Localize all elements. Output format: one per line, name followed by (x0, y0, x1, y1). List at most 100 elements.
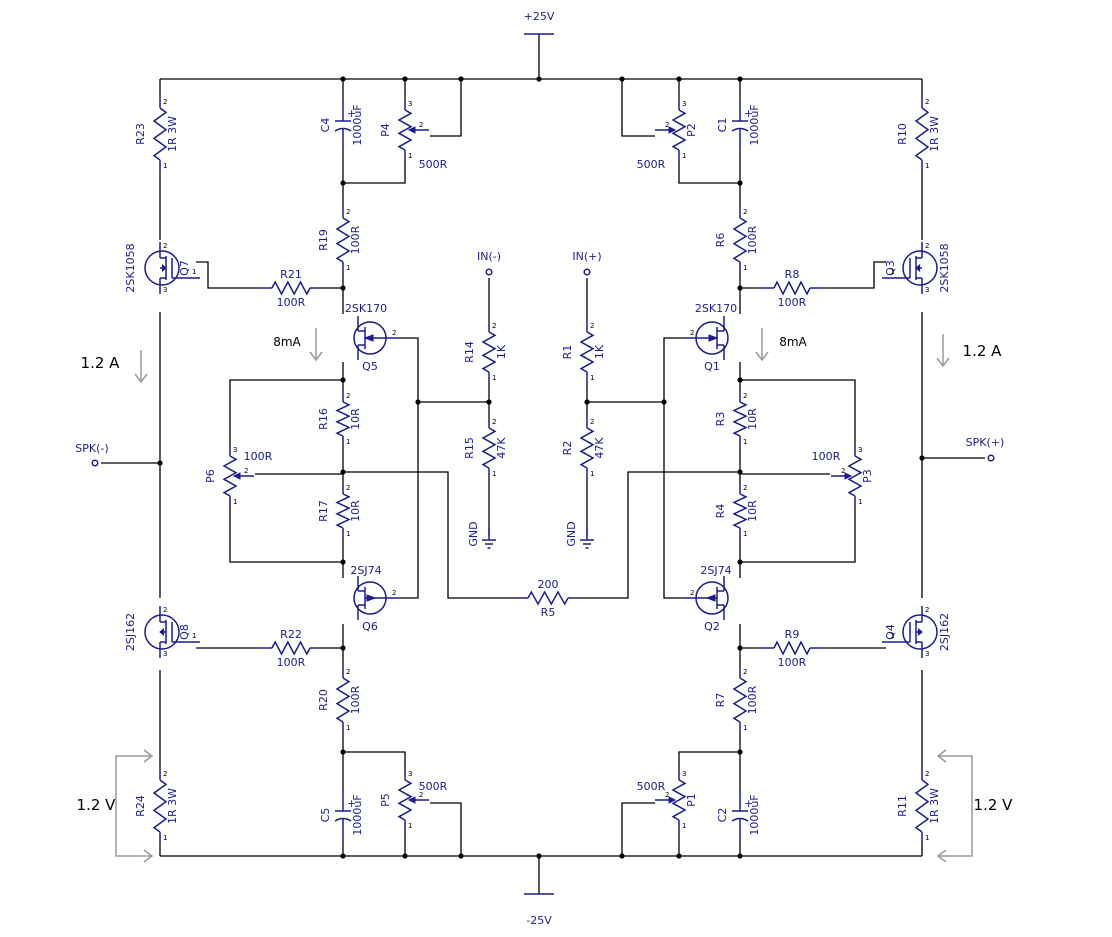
component-value: 47K (593, 437, 606, 459)
current-arrow-icon (309, 328, 323, 362)
input-plus-label: IN(+) (572, 250, 601, 263)
component-ref: R7 (714, 693, 727, 708)
pin-number: 2 (346, 208, 350, 216)
pin-number: 2 (419, 121, 423, 129)
plus-sign: + (744, 797, 753, 810)
junction-dot (486, 399, 492, 405)
pin-number: 2 (665, 121, 669, 129)
junction-dot (737, 469, 743, 475)
ground-right: GND (565, 521, 594, 549)
component-ref: Q5 (362, 360, 378, 373)
component-ref: Q4 (884, 624, 897, 640)
current-arrow-icon (936, 334, 950, 368)
pin-number: 3 (925, 286, 929, 294)
pin-number: 1 (346, 438, 350, 446)
junction-dot (737, 749, 743, 755)
component-value: 100R (277, 656, 306, 669)
component-value: 10R (746, 408, 759, 430)
terminal-icon (583, 268, 591, 276)
component-ref: R21 (280, 268, 302, 281)
plus-sign: + (347, 797, 356, 810)
component-value: 2SJ74 (350, 564, 381, 577)
component-ref: R22 (280, 628, 302, 641)
component-ref: R17 (317, 500, 330, 522)
pin-number: 1 (682, 152, 686, 160)
pin-number: 2 (665, 791, 669, 799)
junction-dot (340, 180, 346, 186)
wires (101, 33, 985, 895)
pin-number: 3 (163, 650, 167, 658)
junction-dot (619, 853, 625, 859)
component-value: 100R (778, 296, 807, 309)
voltage-right-label: 1.2 V (974, 796, 1014, 814)
pin-number: 1 (682, 822, 686, 830)
component-value: 100R (349, 225, 362, 254)
component-ref: Q8 (178, 624, 191, 640)
component-ref: C2 (716, 808, 729, 823)
pin-number: 1 (743, 724, 747, 732)
component-ref: Q7 (178, 260, 191, 276)
component-value: 100R (778, 656, 807, 669)
junction-dot (340, 285, 346, 291)
component-ref: P5 (379, 793, 392, 807)
pin-number: 1 (163, 162, 167, 170)
component-ref: R14 (463, 341, 476, 363)
component-ref: R19 (317, 229, 330, 251)
pin-number: 2 (590, 418, 594, 426)
pin-number: 2 (163, 770, 167, 778)
junction-dot (676, 76, 682, 82)
component-ref: P3 (861, 469, 874, 483)
junction-dot (676, 853, 682, 859)
bias-right-label: 8mA (779, 335, 807, 349)
component-ref: P2 (685, 123, 698, 137)
pin-number: 1 (890, 268, 894, 276)
junction-dot (661, 399, 667, 405)
junction-dot (737, 377, 743, 383)
junction-dot (402, 76, 408, 82)
junction-dot (157, 460, 163, 466)
pin-number: 2 (163, 242, 167, 250)
component-ref: R8 (785, 268, 800, 281)
pin-number: 3 (682, 100, 686, 108)
negative-rail-label: -25V (526, 914, 552, 927)
voltage-bracket-left (115, 749, 154, 863)
component-ref: R11 (896, 795, 909, 817)
speaker-plus-label: SPK(+) (966, 436, 1005, 449)
component-ref: C1 (716, 118, 729, 133)
pin-number: 3 (858, 446, 862, 454)
pin-number: 1 (858, 498, 862, 506)
pin-number: 2 (163, 98, 167, 106)
junction-dot (458, 853, 464, 859)
component-ref: C5 (319, 808, 332, 823)
terminal-icon (987, 454, 995, 462)
component-ref: R6 (714, 233, 727, 248)
pin-number: 2 (244, 467, 248, 475)
speaker-minus-label: SPK(-) (75, 442, 108, 455)
pin-number: 2 (392, 329, 396, 337)
pin-number: 2 (925, 98, 929, 106)
pin-number: 1 (163, 834, 167, 842)
